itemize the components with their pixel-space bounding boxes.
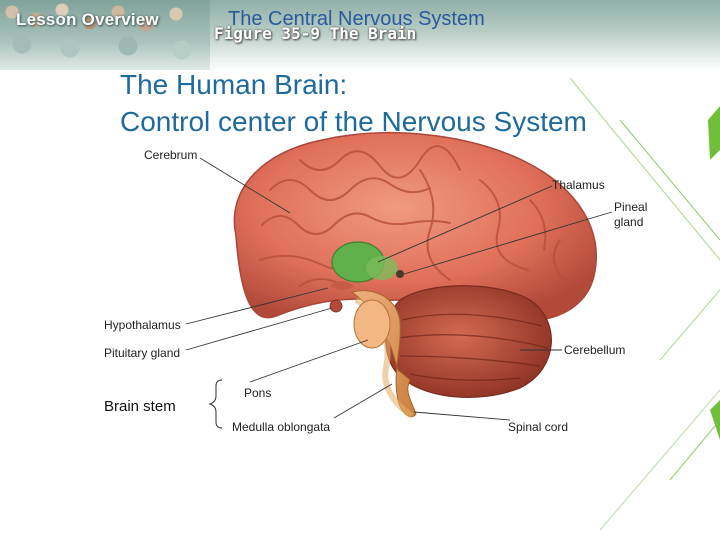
label-thalamus: Thalamus: [552, 178, 605, 192]
label-medulla-oblongata: Medulla oblongata: [232, 420, 330, 434]
label-pineal-gland: Pineal gland: [614, 200, 647, 229]
pituitary-shape: [330, 300, 342, 312]
label-cerebellum: Cerebellum: [564, 343, 625, 357]
label-pons: Pons: [244, 386, 271, 400]
pineal-shape: [396, 270, 404, 278]
brain-stem-brace: [210, 380, 222, 428]
label-spinal-cord: Spinal cord: [508, 420, 568, 434]
label-cerebrum: Cerebrum: [144, 148, 197, 162]
label-pituitary-gland: Pituitary gland: [104, 346, 180, 360]
label-hypothalamus: Hypothalamus: [104, 318, 181, 332]
label-brain-stem: Brain stem: [104, 400, 176, 414]
pons-shape: [354, 300, 390, 348]
label-pineal-line1: Pineal: [614, 200, 647, 214]
label-pineal-line2: gland: [614, 215, 647, 229]
